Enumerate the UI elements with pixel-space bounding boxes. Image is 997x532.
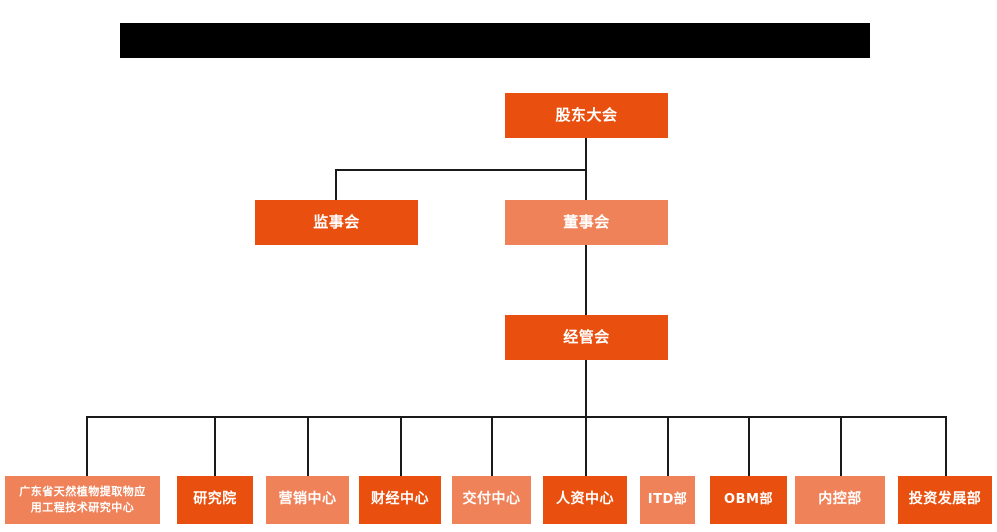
org-node-label: 投资发展部	[908, 491, 982, 508]
org-node-label: 经管会	[563, 328, 610, 347]
connector-to-itd-department	[667, 416, 669, 476]
org-node-management[interactable]: 经管会	[505, 315, 668, 360]
redacted-title-bar	[120, 23, 870, 58]
org-node-label: 广东省天然植物提取物应 用工程技术研究中心	[19, 485, 146, 514]
org-node-directors[interactable]: 董事会	[505, 200, 668, 245]
org-node-hr-center[interactable]: 人资中心	[543, 476, 627, 524]
connector-to-obm-department	[748, 416, 750, 476]
org-node-label: ITD部	[647, 491, 688, 507]
connector-to-hr-center	[585, 416, 587, 476]
org-node-research-institute[interactable]: 研究院	[177, 476, 253, 524]
org-node-delivery-center[interactable]: 交付中心	[452, 476, 531, 524]
connector-directors-to-management	[585, 244, 587, 316]
org-node-label: 监事会	[313, 213, 360, 232]
connector-to-delivery-center	[491, 416, 493, 476]
connector-to-directors	[585, 169, 587, 201]
org-node-label: 财经中心	[371, 491, 429, 508]
connector-department-bus	[86, 416, 946, 418]
connector-to-research-institute	[214, 416, 216, 476]
org-node-label: 交付中心	[462, 491, 521, 508]
org-node-label: 人资中心	[556, 491, 614, 508]
org-node-investment-development-department[interactable]: 投资发展部	[898, 476, 992, 524]
org-node-label: 内控部	[818, 491, 862, 508]
org-node-obm-department[interactable]: OBM部	[710, 476, 787, 524]
connector-to-internal-control-department	[840, 416, 842, 476]
connector-shareholders-stem	[585, 138, 587, 170]
connector-to-investment-development-department	[945, 416, 947, 476]
org-node-marketing-center[interactable]: 营销中心	[266, 476, 349, 524]
org-node-internal-control-department[interactable]: 内控部	[795, 476, 885, 524]
org-node-supervisors[interactable]: 监事会	[255, 200, 418, 245]
connector-to-supervisors	[335, 169, 337, 201]
connector-management-stem	[585, 360, 587, 418]
connector-to-gd-research-center	[86, 416, 88, 476]
org-node-gd-research-center[interactable]: 广东省天然植物提取物应 用工程技术研究中心	[5, 476, 160, 524]
org-node-label: 董事会	[563, 213, 610, 232]
connector-shareholders-bus	[335, 169, 587, 171]
org-node-label: 营销中心	[278, 491, 337, 508]
connector-to-finance-center	[400, 416, 402, 476]
org-node-label: OBM部	[724, 491, 773, 507]
org-node-label: 研究院	[193, 491, 237, 508]
connector-to-marketing-center	[307, 416, 309, 476]
org-node-finance-center[interactable]: 财经中心	[359, 476, 441, 524]
org-node-itd-department[interactable]: ITD部	[640, 476, 695, 524]
org-node-label: 股东大会	[555, 106, 618, 125]
org-node-shareholders[interactable]: 股东大会	[505, 93, 668, 138]
